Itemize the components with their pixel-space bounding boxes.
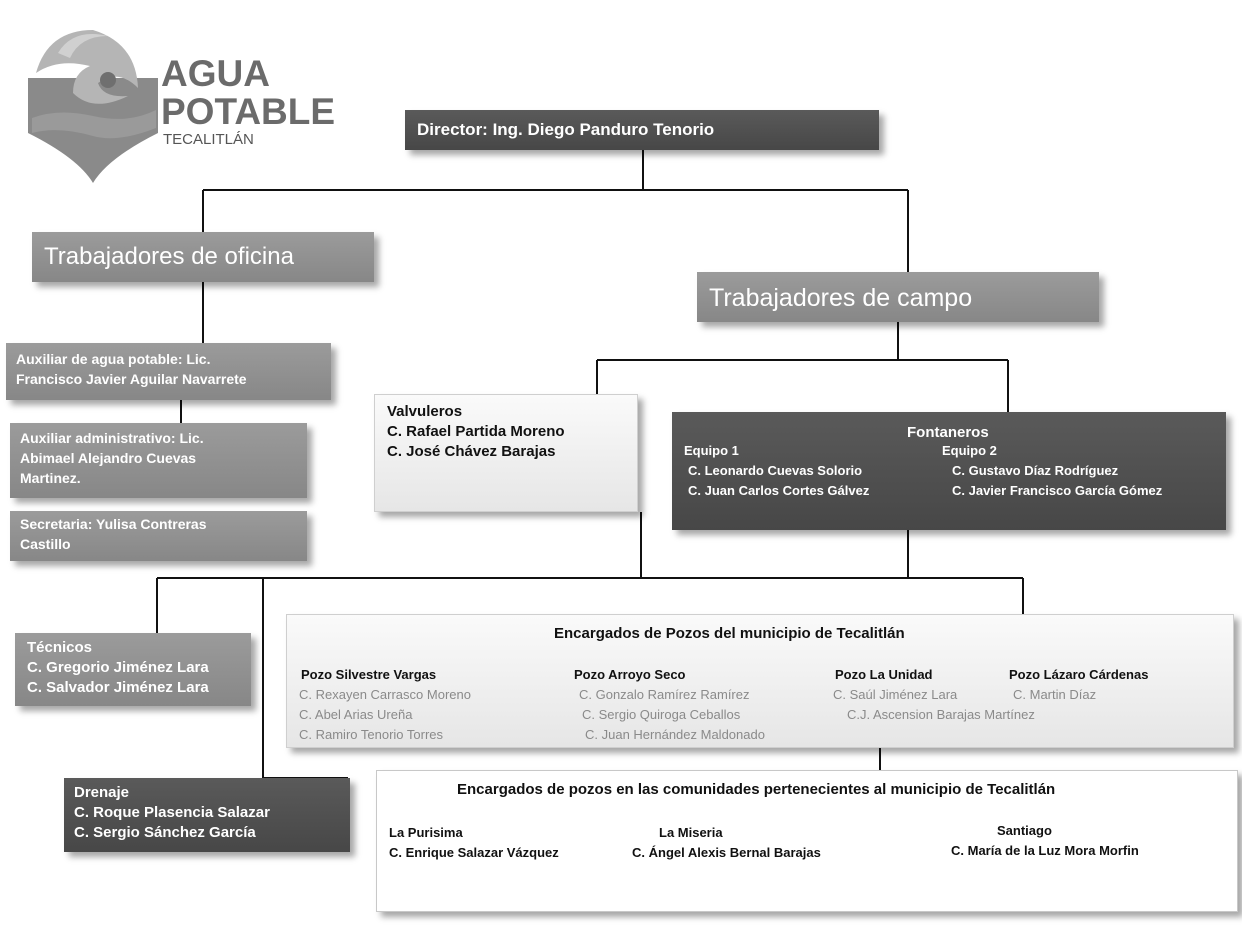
- pozo-arroyo-member-3: C. Juan Hernández Maldonado: [585, 727, 765, 742]
- valvulero-1: C. Rafael Partida Moreno: [387, 423, 565, 440]
- comunidades-box: Encargados de pozos en las comunidades p…: [376, 770, 1238, 912]
- office-workers-box: Trabajadores de oficina: [32, 232, 374, 282]
- logo: AGUA POTABLE TECALITLÁN: [18, 18, 348, 188]
- miseria-member: C. Ángel Alexis Bernal Barajas: [632, 845, 821, 860]
- pozo-lazaro-member-1: C. Martin Díaz: [1013, 687, 1097, 702]
- fontaneros-box: Fontaneros Equipo 1 C. Leonardo Cuevas S…: [672, 412, 1226, 530]
- pozo-unidad-name: Pozo La Unidad: [835, 667, 933, 682]
- equipo1-label: Equipo 1: [684, 443, 739, 458]
- drenaje-2: C. Sergio Sánchez García: [74, 824, 256, 841]
- miseria-name: La Miseria: [659, 825, 723, 840]
- secretaria-box: Secretaria: Yulisa Contreras Castillo: [10, 511, 307, 561]
- tecnicos-box: Técnicos C. Gregorio Jiménez Lara C. Sal…: [15, 633, 251, 706]
- logo-potable: POTABLE: [161, 91, 336, 132]
- pozo-silvestre-member-1: C. Rexayen Carrasco Moreno: [299, 687, 471, 702]
- pozos-title: Encargados de Pozos del municipio de Tec…: [554, 625, 905, 642]
- tecnico-1: C. Gregorio Jiménez Lara: [27, 659, 209, 676]
- pozo-unidad-member-1: C. Saúl Jiménez Lara: [833, 687, 958, 702]
- secretaria-line2: Castillo: [20, 536, 71, 552]
- aux-agua-line1: Auxiliar de agua potable: Lic.: [16, 351, 211, 367]
- equipo1-member-1: C. Leonardo Cuevas Solorio: [688, 463, 863, 478]
- equipo2-label: Equipo 2: [942, 443, 997, 458]
- fontaneros-title: Fontaneros: [907, 424, 989, 441]
- pozo-shared-member: C.J. Ascension Barajas Martínez: [847, 707, 1035, 722]
- comunidades-title: Encargados de pozos en las comunidades p…: [457, 781, 1056, 798]
- office-workers-title: Trabajadores de oficina: [44, 243, 294, 270]
- pozo-arroyo-name: Pozo Arroyo Seco: [574, 667, 686, 682]
- aux-admin-line2: Abimael Alejandro Cuevas: [20, 450, 197, 466]
- valvuleros-title: Valvuleros: [387, 403, 463, 420]
- tecnico-2: C. Salvador Jiménez Lara: [27, 679, 209, 696]
- drenaje-box: Drenaje C. Roque Plasencia Salazar C. Se…: [64, 778, 350, 852]
- pozos-municipio-box: Encargados de Pozos del municipio de Tec…: [286, 614, 1234, 748]
- aux-admin-line1: Auxiliar administrativo: Lic.: [20, 430, 204, 446]
- director-label: Director: Ing. Diego Panduro Tenorio: [417, 120, 715, 139]
- aux-agua-line2: Francisco Javier Aguilar Navarrete: [16, 371, 247, 387]
- drenaje-title: Drenaje: [74, 784, 130, 801]
- aux-admin-box: Auxiliar administrativo: Lic. Abimael Al…: [10, 423, 307, 498]
- logo-agua: AGUA: [161, 53, 270, 94]
- logo-tecalitlan: TECALITLÁN: [163, 131, 254, 148]
- santiago-member: C. María de la Luz Mora Morfin: [951, 843, 1139, 858]
- equipo2-member-1: C. Gustavo Díaz Rodríguez: [952, 463, 1119, 478]
- tecnicos-title: Técnicos: [27, 639, 93, 656]
- pozo-lazaro-name: Pozo Lázaro Cárdenas: [1009, 667, 1149, 682]
- field-workers-box: Trabajadores de campo: [697, 272, 1099, 322]
- pozo-silvestre-member-3: C. Ramiro Tenorio Torres: [299, 727, 444, 742]
- director-box: Director: Ing. Diego Panduro Tenorio: [405, 110, 879, 150]
- santiago-name: Santiago: [997, 823, 1052, 838]
- purisima-member: C. Enrique Salazar Vázquez: [389, 845, 559, 860]
- water-drop-icon: [28, 30, 158, 183]
- aux-agua-box: Auxiliar de agua potable: Lic. Francisco…: [6, 343, 331, 400]
- equipo2-member-2: C. Javier Francisco García Gómez: [952, 483, 1163, 498]
- purisima-name: La Purisima: [389, 825, 463, 840]
- valvuleros-box: Valvuleros C. Rafael Partida Moreno C. J…: [374, 394, 638, 512]
- pozo-silvestre-name: Pozo Silvestre Vargas: [301, 667, 437, 682]
- aux-admin-line3: Martinez.: [20, 470, 81, 486]
- pozo-arroyo-member-2: C. Sergio Quiroga Ceballos: [582, 707, 741, 722]
- pozo-arroyo-member-1: C. Gonzalo Ramírez Ramírez: [579, 687, 750, 702]
- secretaria-line1: Secretaria: Yulisa Contreras: [20, 516, 207, 532]
- field-workers-title: Trabajadores de campo: [709, 284, 973, 312]
- drenaje-1: C. Roque Plasencia Salazar: [74, 804, 270, 821]
- pozo-silvestre-member-2: C. Abel Arias Ureña: [299, 707, 413, 722]
- equipo1-member-2: C. Juan Carlos Cortes Gálvez: [688, 483, 870, 498]
- valvulero-2: C. José Chávez Barajas: [387, 443, 556, 460]
